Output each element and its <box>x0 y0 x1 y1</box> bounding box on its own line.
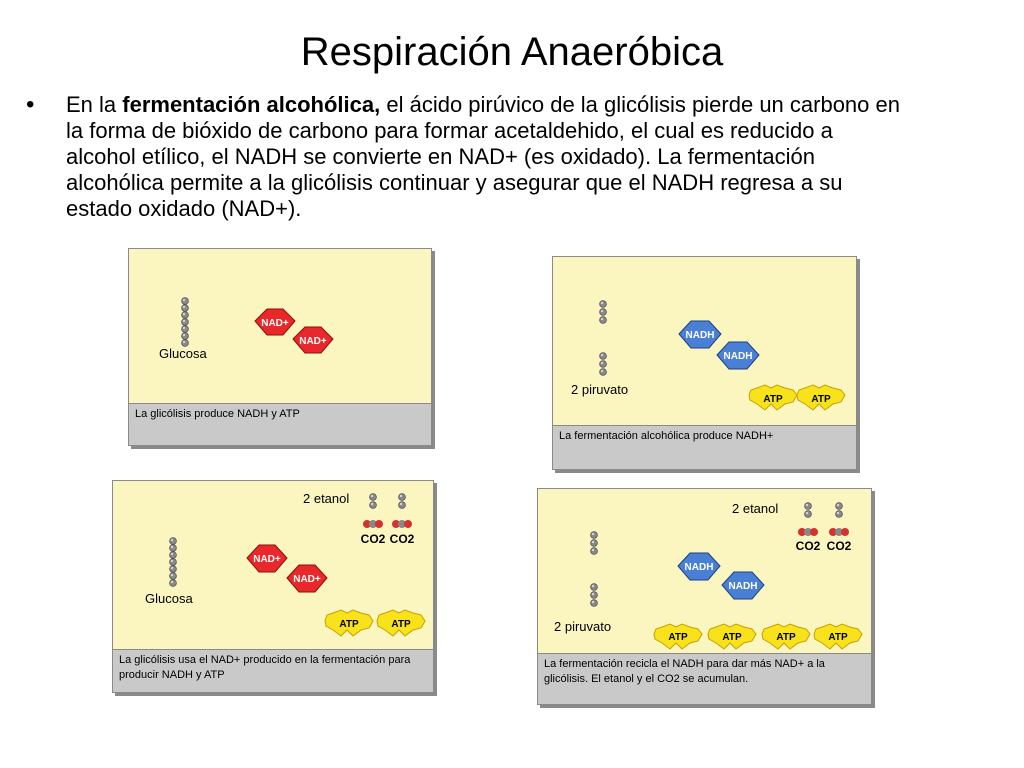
ethanol-molecule-icon <box>369 493 406 509</box>
atp-starburst-icon: ATP <box>376 609 426 637</box>
co2-molecule-icon: CO2 <box>390 520 415 546</box>
etanol-label: 2 etanol <box>303 491 349 506</box>
svg-text:ATP: ATP <box>776 632 796 643</box>
piruvato-label: 2 piruvato <box>571 382 628 397</box>
etanol-label: 2 etanol <box>732 501 778 516</box>
svg-text:NADH: NADH <box>724 351 753 362</box>
co2-molecule-icon: CO2 <box>796 528 821 553</box>
panel-caption: La glicólisis produce NADH y ATP <box>129 403 431 445</box>
svg-text:NADH: NADH <box>685 562 714 573</box>
panel-1-art: Glucosa NAD+ NAD+ <box>159 297 334 361</box>
nadh-hexagon-icon: NADH <box>721 571 765 600</box>
bullet-prefix: En la <box>66 92 123 117</box>
nad-hexagon-icon: NAD+ <box>246 544 288 573</box>
nad-hexagon-icon: NAD+ <box>286 564 328 593</box>
atp-starburst-icon: ATP <box>748 384 798 411</box>
ethanol-molecule-icon <box>804 502 843 518</box>
panel-caption: La glicólisis usa el NAD+ producido en l… <box>113 649 433 692</box>
svg-text:CO2: CO2 <box>390 532 415 546</box>
panel-caption: La fermentación alcohólica produce NADH+ <box>553 425 856 469</box>
svg-text:ATP: ATP <box>339 619 359 630</box>
co2-molecule-icon: CO2 <box>827 528 852 553</box>
svg-text:ATP: ATP <box>668 632 688 643</box>
svg-text:ATP: ATP <box>811 394 831 405</box>
svg-text:CO2: CO2 <box>827 539 852 553</box>
panel-caption: La fermentación recicla el NADH para dar… <box>538 653 871 704</box>
svg-text:NAD+: NAD+ <box>293 574 321 585</box>
svg-text:CO2: CO2 <box>361 532 386 546</box>
pyruvate-chain-icon <box>599 300 607 376</box>
diagram-panel-fermentation-recycle: 2 etanol CO2 CO2 2 piruvato NADH NADH <box>537 488 872 705</box>
nad-hexagon-icon: NAD+ <box>292 326 334 354</box>
slide-title: Respiración Anaeróbica <box>300 30 724 74</box>
glucosa-label: Glucosa <box>159 346 207 361</box>
nadh-hexagon-icon: NADH <box>678 320 722 349</box>
diagram-panel-fermentation-produce: 2 piruvato NADH NADH ATP ATP La fermenta… <box>552 256 857 470</box>
bullet-dot-icon: • <box>26 91 35 118</box>
atp-starburst-icon: ATP <box>761 623 811 650</box>
svg-text:ATP: ATP <box>828 632 848 643</box>
svg-text:ATP: ATP <box>391 619 411 630</box>
nad-hexagon-icon: NAD+ <box>254 308 296 336</box>
glucosa-label: Glucosa <box>145 591 193 606</box>
co2-molecule-icon: CO2 <box>361 520 386 546</box>
svg-text:NAD+: NAD+ <box>261 318 289 329</box>
glucose-chain-icon <box>169 537 177 587</box>
glucose-chain-icon <box>181 297 189 347</box>
svg-text:NAD+: NAD+ <box>253 554 281 565</box>
diagram-panel-glycolysis-uses-nad: 2 etanol CO2 CO2 Glucosa NAD+ NAD+ <box>112 480 434 693</box>
atp-starburst-icon: ATP <box>653 623 703 650</box>
atp-starburst-icon: ATP <box>796 384 846 411</box>
bullet-rest: el ácido pirúvico de la glicólisis pierd… <box>66 92 900 221</box>
atp-starburst-icon: ATP <box>707 623 757 650</box>
nadh-hexagon-icon: NADH <box>677 552 721 581</box>
panel-2-art: 2 piruvato NADH NADH ATP ATP <box>571 300 846 411</box>
svg-text:ATP: ATP <box>763 394 783 405</box>
svg-text:ATP: ATP <box>722 632 742 643</box>
panel-4-art: 2 etanol CO2 CO2 2 piruvato NADH NADH <box>554 501 863 650</box>
svg-text:CO2: CO2 <box>796 539 821 553</box>
bullet-bold-term: fermentación alcohólica, <box>122 92 381 117</box>
piruvato-label: 2 piruvato <box>554 619 611 634</box>
atp-starburst-icon: ATP <box>324 609 374 637</box>
svg-text:NADH: NADH <box>729 581 758 592</box>
svg-text:NADH: NADH <box>686 330 715 341</box>
atp-starburst-icon: ATP <box>813 623 863 650</box>
svg-text:NAD+: NAD+ <box>299 336 327 347</box>
pyruvate-chain-icon <box>590 531 598 607</box>
diagram-panel-glycolysis: Glucosa NAD+ NAD+ La glicólisis produce … <box>128 248 432 446</box>
bullet-text: En la fermentación alcohólica, el ácido … <box>66 92 906 222</box>
panel-3-art: 2 etanol CO2 CO2 Glucosa NAD+ NAD+ <box>145 491 426 637</box>
nadh-hexagon-icon: NADH <box>716 341 760 370</box>
